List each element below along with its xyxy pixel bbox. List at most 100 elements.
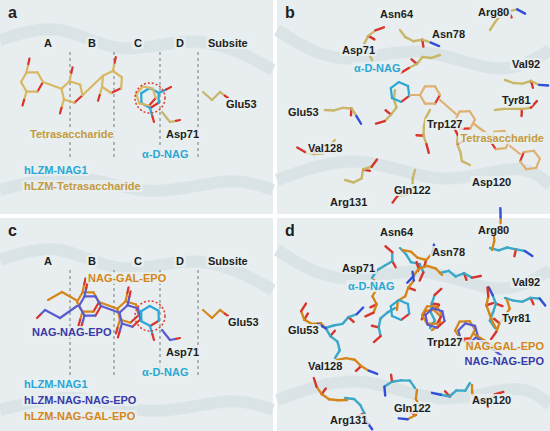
residue-stick <box>411 262 420 264</box>
sugar-ring <box>122 323 133 326</box>
sugar-ring <box>526 168 536 169</box>
residue-stick <box>368 30 375 36</box>
sugar-ring <box>85 295 96 297</box>
residue-stick <box>355 360 361 366</box>
sugar-ring <box>428 325 438 328</box>
ligand-stick <box>203 92 212 100</box>
residue-stick <box>383 387 386 396</box>
residue-stick <box>456 389 465 392</box>
residue-stick <box>465 383 470 391</box>
residue-stick <box>405 37 413 41</box>
residue-label: Val128 <box>306 360 344 372</box>
sugar-ring <box>102 87 111 93</box>
residue-stick <box>486 305 489 313</box>
residue-stick <box>516 249 525 251</box>
residue-label: NAG-NAG-EPO <box>463 355 546 367</box>
sugar-ring <box>425 85 435 87</box>
residue-stick <box>402 250 411 252</box>
highlight-circle <box>135 301 165 331</box>
residue-stick <box>531 297 540 300</box>
sugar-ring <box>38 72 44 82</box>
residue-label: NAG-NAG-EPO <box>30 326 113 338</box>
ligand-stick <box>79 320 81 326</box>
residue-label: Gln122 <box>392 184 433 196</box>
sugar-ring <box>408 304 409 314</box>
sugar-ring <box>157 311 159 321</box>
residue-stick <box>417 57 423 64</box>
residue-stick <box>507 248 516 250</box>
subsite-divider <box>70 52 71 158</box>
residue-label: Asp71 <box>340 44 377 56</box>
residue-label: Glu53 <box>286 106 321 118</box>
ligand-stick <box>128 297 130 305</box>
sugar-ring <box>111 88 121 93</box>
ligand-stick <box>82 316 84 324</box>
ligand-stick <box>100 87 102 95</box>
ligand-stick <box>166 87 171 89</box>
panel-ground <box>277 0 550 214</box>
residue-stick <box>522 81 531 84</box>
panel-letter: a <box>6 4 19 22</box>
residue-label: α-D-NAG <box>140 148 190 160</box>
residue-stick <box>504 108 513 110</box>
residue-label: NAG-GAL-EPO <box>464 340 546 352</box>
sugar-ring <box>136 94 139 103</box>
residue-stick <box>513 108 522 111</box>
residue-label: A <box>42 37 54 49</box>
residue-label: Trp127 <box>425 336 464 348</box>
residue-stick <box>401 68 409 73</box>
residue-stick <box>432 393 441 395</box>
sugar-ring <box>534 151 540 159</box>
residue-stick <box>372 159 377 166</box>
ligand-stick <box>120 323 122 331</box>
residue-label: Arg131 <box>328 196 369 208</box>
residue-stick <box>431 55 440 58</box>
subsite-divider <box>198 52 199 158</box>
ligand-stick <box>60 108 62 114</box>
residue-label: Asp120 <box>470 176 513 188</box>
sugar-ring <box>425 315 427 325</box>
residue-label: B <box>86 37 98 49</box>
sugar-ring <box>85 314 96 316</box>
ribbon <box>0 249 273 290</box>
sugar-ring <box>465 323 475 326</box>
residue-stick <box>405 288 408 296</box>
ligand-stick <box>176 337 180 340</box>
residue-stick <box>385 115 391 121</box>
sugar-ring <box>140 93 142 103</box>
sugar-ring <box>399 82 408 86</box>
subsite-divider <box>114 270 115 376</box>
highlight-circle <box>135 83 165 113</box>
residue-stick <box>436 269 442 275</box>
ligand-stick <box>37 315 40 318</box>
residue-stick <box>491 332 496 339</box>
sugar-ring <box>433 308 443 311</box>
ligand-stick <box>162 112 170 122</box>
sugar-ring <box>399 300 408 304</box>
residue-stick <box>490 22 495 30</box>
sugar-ring <box>435 86 440 95</box>
residue-stick <box>464 273 472 277</box>
sugar-ring <box>61 89 63 100</box>
residue-stick <box>345 180 354 183</box>
residue-stick <box>505 80 513 83</box>
residue-stick <box>486 296 488 305</box>
sugar-ring <box>460 110 470 113</box>
residue-stick <box>409 64 417 68</box>
residue-label: hLZM-Tetrasaccharide <box>22 180 143 192</box>
residue-label: Subsite <box>206 37 250 49</box>
sugar-ring <box>408 86 409 96</box>
ligand-stick <box>116 328 118 334</box>
residue-stick <box>420 272 424 280</box>
residue-stick <box>375 27 383 30</box>
sugar-ring <box>96 306 102 316</box>
panel-ground <box>0 0 273 214</box>
residue-label: A <box>42 255 54 267</box>
panel-letter: c <box>6 222 19 240</box>
residue-stick <box>354 399 360 405</box>
ligand-stick <box>71 67 72 73</box>
residue-stick <box>394 90 395 99</box>
ligand-stick <box>24 92 26 100</box>
sugar-ring <box>391 300 399 306</box>
sugar-ring <box>425 308 432 315</box>
